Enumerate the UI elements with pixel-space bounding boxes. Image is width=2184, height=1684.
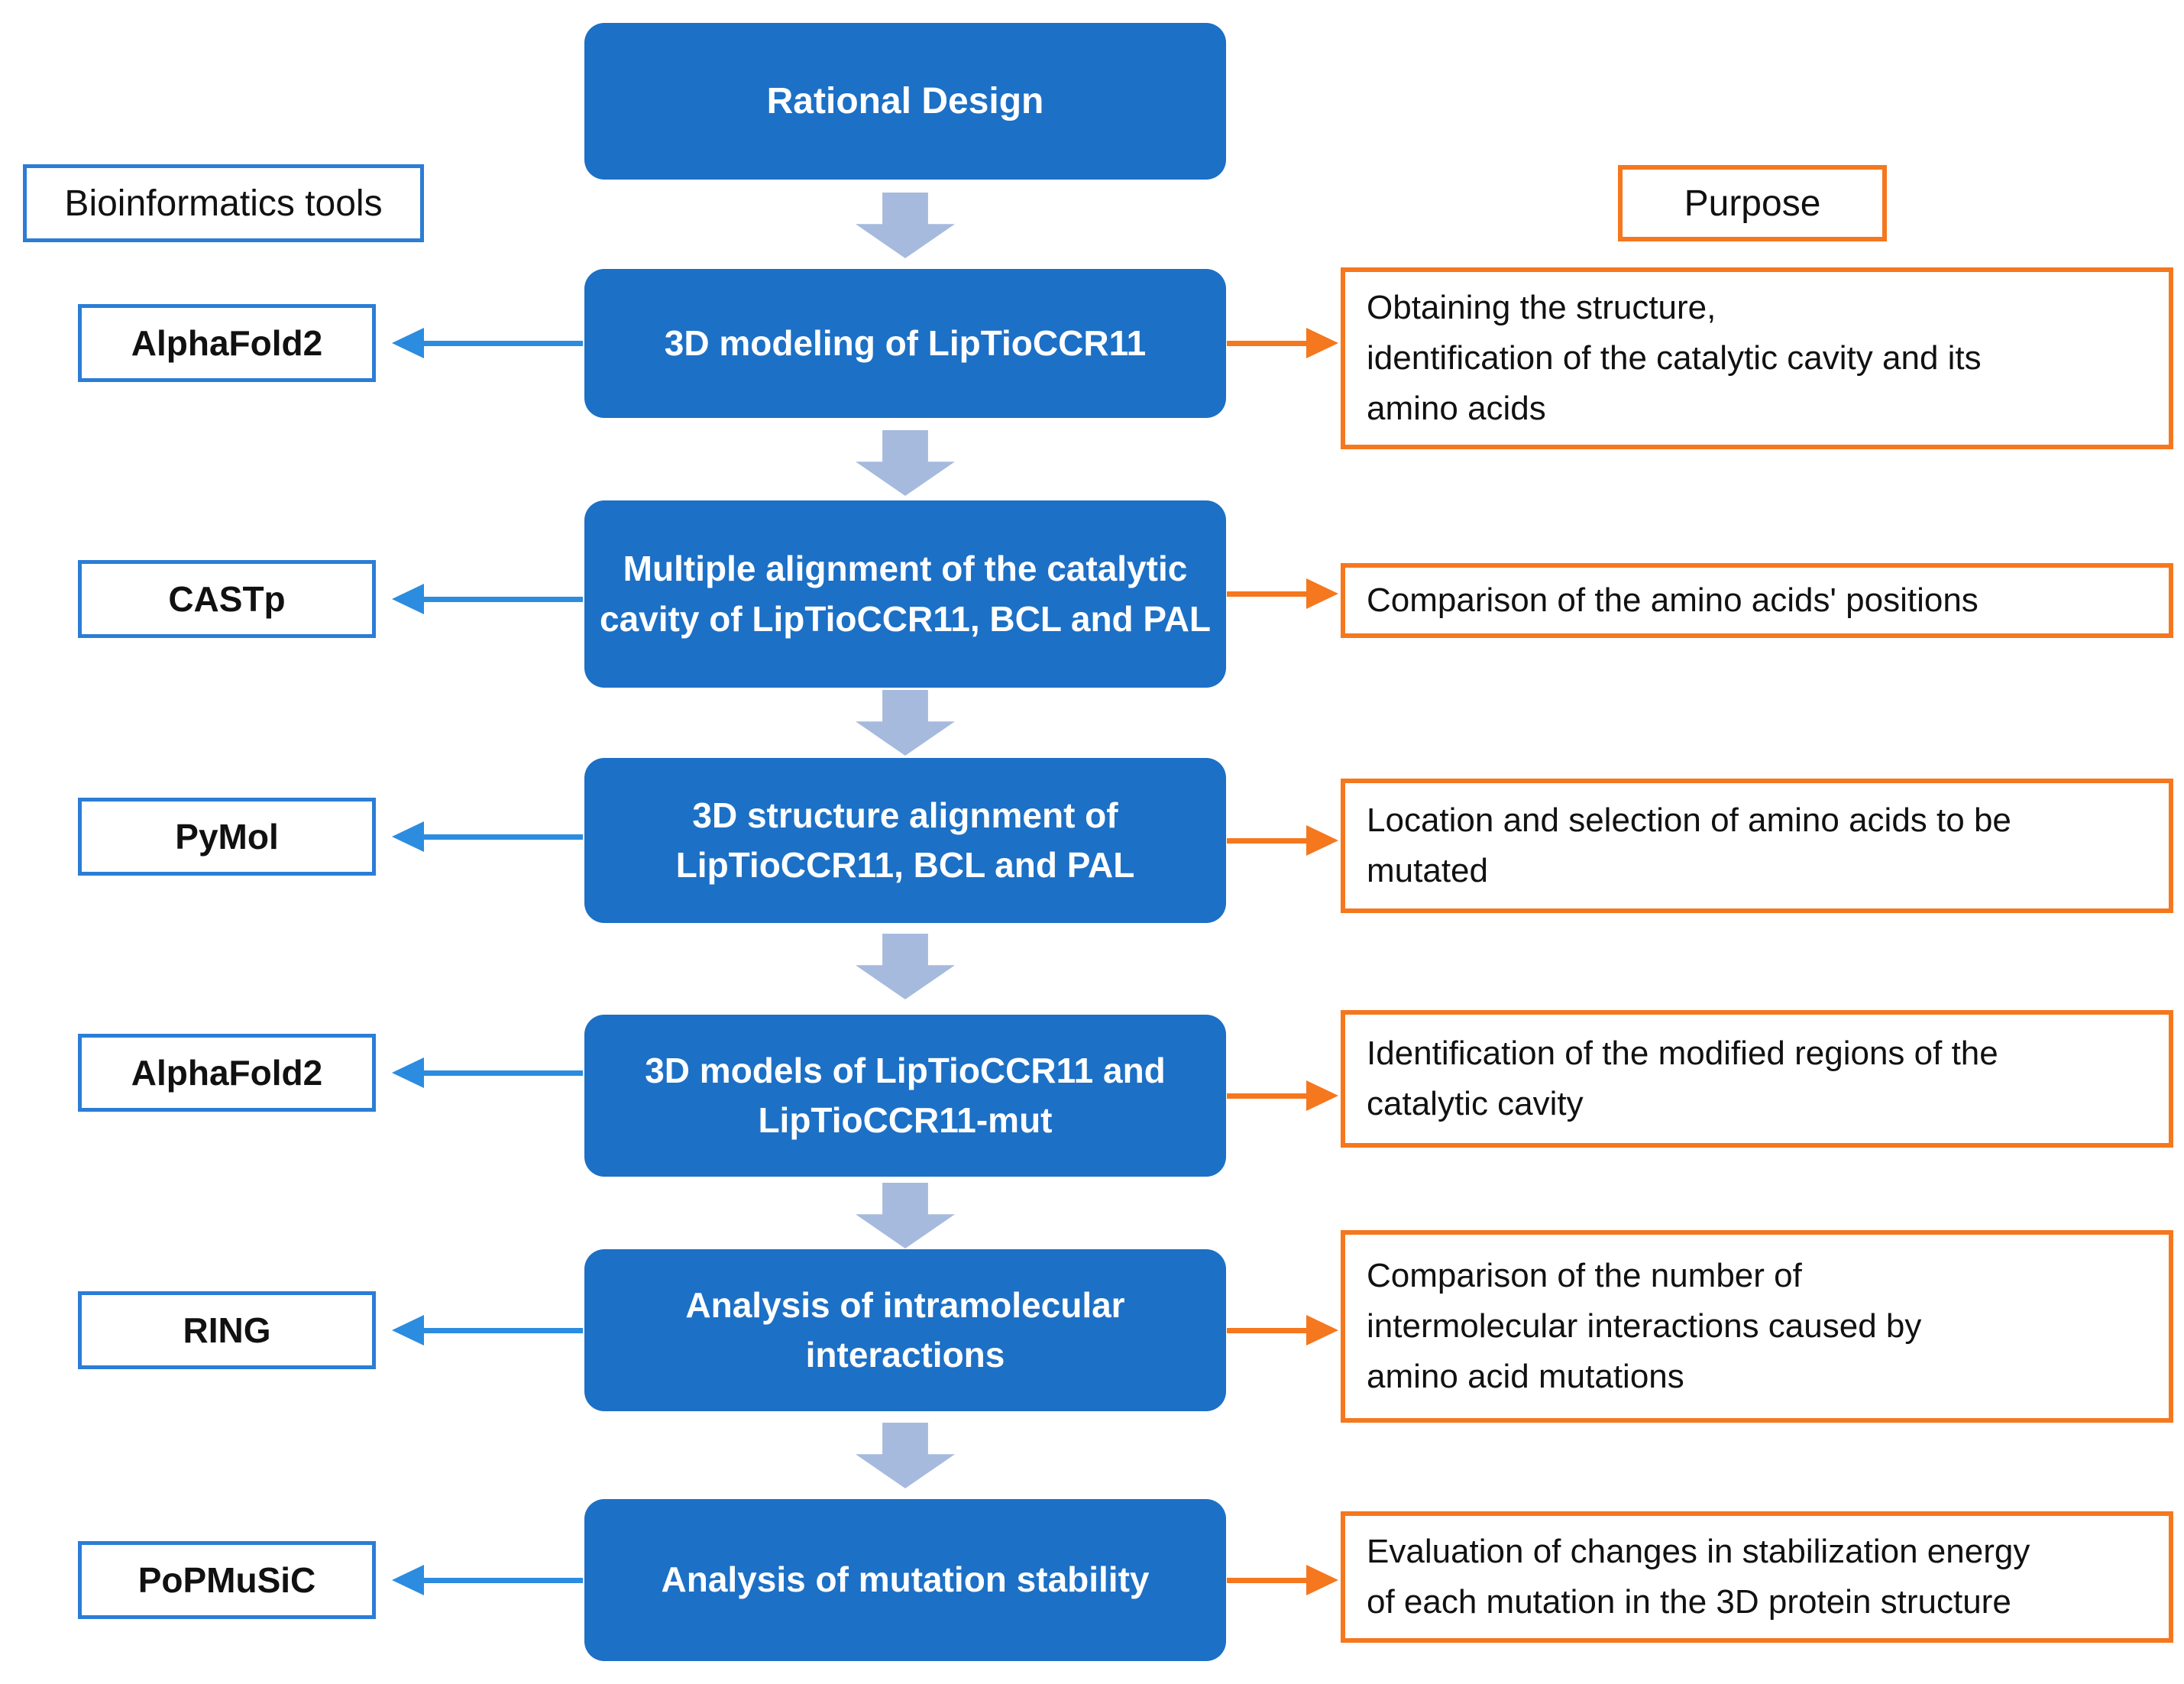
right-arrow-icon [1227,1565,1338,1595]
right-arrow-icon [1227,328,1338,358]
purpose-box-comparison-positions: Comparison of the amino acids' positions [1341,563,2173,638]
right-arrow-icon [1227,578,1338,609]
arrow-line [1227,1328,1309,1333]
column-label-bioinformatics-tools: Bioinformatics tools [23,164,424,242]
step-box-3d-models: 3D models of LipTioCCR11 and LipTioCCR11… [584,1015,1226,1177]
step-box-mutation-stability: Analysis of mutation stability [584,1499,1226,1661]
step-box-3d-modeling: 3D modeling of LipTioCCR11 [584,269,1226,418]
arrow-head [1306,1315,1338,1346]
right-arrow-icon [1227,1080,1338,1111]
down-arrow-icon [856,1183,955,1248]
arrow-head [392,1315,424,1346]
purpose-box-identification-regions: Identification of the modified regions o… [1341,1010,2173,1148]
tool-box-castp: CASTp [78,560,376,638]
arrow-line [421,341,583,346]
arrow-line [421,1070,583,1076]
tool-box-alphafold2: AlphaFold2 [78,304,376,382]
purpose-box-obtaining-structure: Obtaining the structure, identification … [1341,267,2173,449]
arrow-head [392,821,424,852]
arrow-line [1227,591,1309,597]
arrow-head [1306,825,1338,856]
tool-box-ring: RING [78,1291,376,1369]
tool-box-popmusic: PoPMuSiC [78,1541,376,1619]
purpose-box-location-selection: Location and selection of amino acids to… [1341,779,2173,913]
tool-box-alphafold2-2: AlphaFold2 [78,1034,376,1112]
arrow-head [392,1057,424,1088]
arrow-head [1306,1080,1338,1111]
arrow-line [1227,1578,1309,1583]
title-rational-design: Rational Design [584,23,1226,180]
purpose-box-evaluation-energy: Evaluation of changes in stabilization e… [1341,1511,2173,1643]
step-box-intramolecular-interactions: Analysis of intramolecular interactions [584,1249,1226,1411]
down-arrow-icon [856,193,955,258]
arrow-line [421,834,583,840]
left-arrow-icon [392,1565,583,1595]
arrow-head [1306,578,1338,609]
left-arrow-icon [392,1315,583,1346]
arrow-line [1227,838,1309,844]
left-arrow-icon [392,821,583,852]
arrow-head [392,1565,424,1595]
arrow-line [421,1578,583,1583]
down-arrow-icon [856,1423,955,1488]
arrow-head [1306,1565,1338,1595]
left-arrow-icon [392,1057,583,1088]
step-box-3d-structure-alignment: 3D structure alignment of LipTioCCR11, B… [584,758,1226,923]
down-arrow-icon [856,690,955,756]
arrow-line [421,597,583,602]
arrow-line [421,1328,583,1333]
left-arrow-icon [392,328,583,358]
right-arrow-icon [1227,825,1338,856]
tool-box-pymol: PyMol [78,798,376,876]
down-arrow-icon [856,934,955,999]
column-label-purpose: Purpose [1618,165,1887,241]
arrow-line [1227,341,1309,346]
arrow-head [392,584,424,614]
arrow-head [392,328,424,358]
arrow-head [1306,328,1338,358]
step-box-multiple-alignment: Multiple alignment of the catalytic cavi… [584,500,1226,688]
right-arrow-icon [1227,1315,1338,1346]
left-arrow-icon [392,584,583,614]
purpose-box-comparison-interactions: Comparison of the number of intermolecul… [1341,1230,2173,1423]
arrow-line [1227,1093,1309,1099]
down-arrow-icon [856,430,955,496]
